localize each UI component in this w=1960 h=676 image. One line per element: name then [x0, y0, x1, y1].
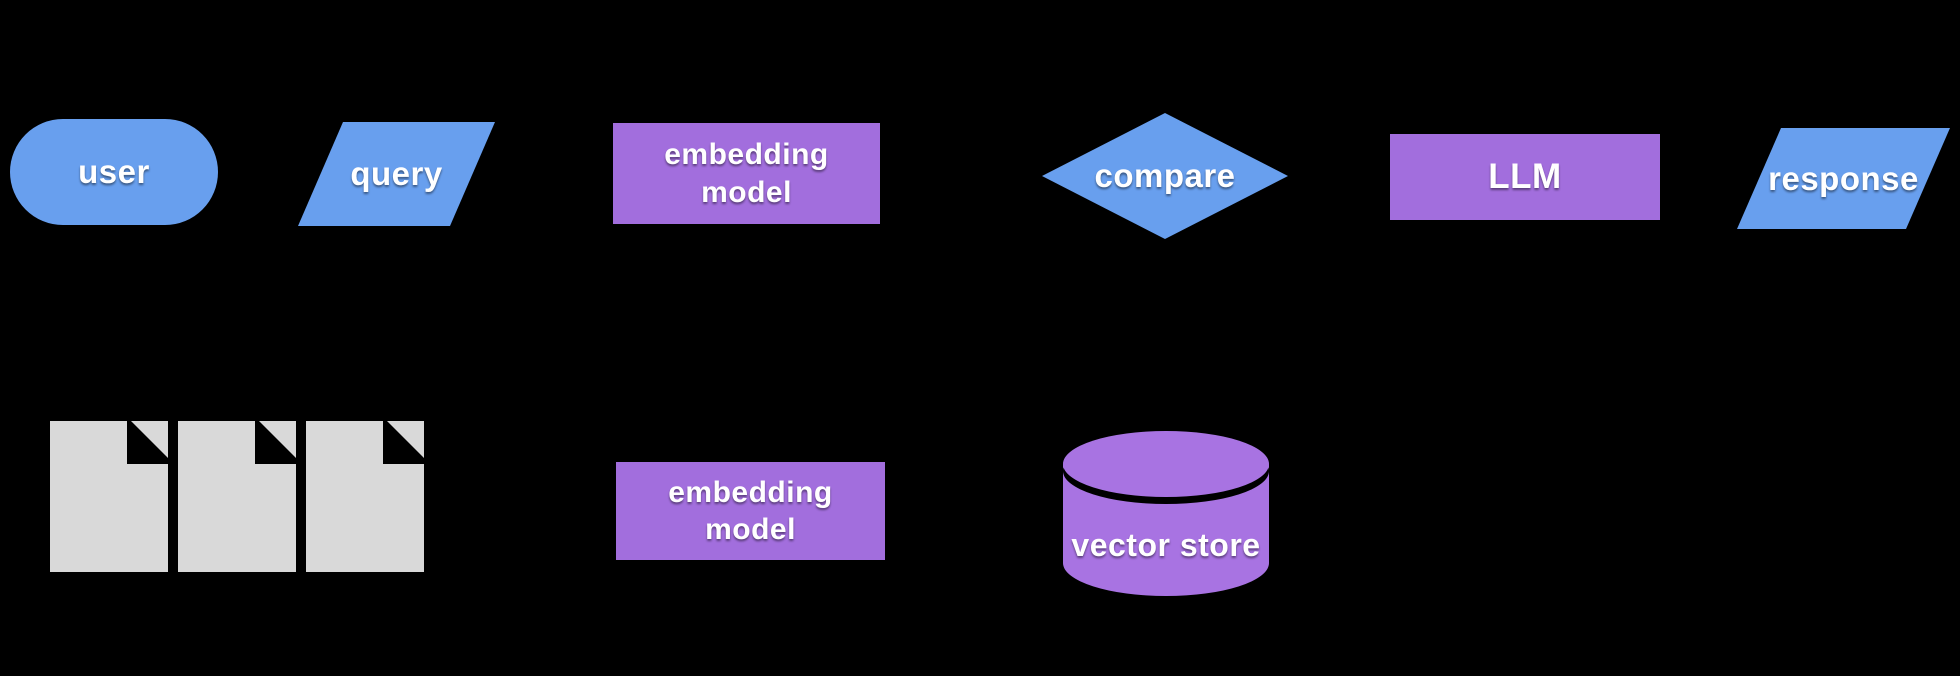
- document-shape: [178, 421, 296, 572]
- cylinder-shape: [1063, 431, 1269, 596]
- node-vector-store: vector store: [1063, 431, 1269, 596]
- node-embedding-model-bottom: embedding model: [616, 462, 885, 560]
- node-compare: compare: [1042, 113, 1288, 239]
- llm-label: LLM: [1488, 157, 1562, 196]
- node-embedding-model-top: embedding model: [613, 123, 880, 224]
- document-shape: [50, 421, 168, 572]
- node-query: query: [298, 122, 495, 226]
- document-shape: [306, 421, 424, 572]
- document-icon: [306, 421, 424, 572]
- embedding-model-label: embedding model: [668, 475, 833, 547]
- node-user: user: [10, 119, 218, 225]
- parallelogram-shape: [1737, 128, 1950, 229]
- parallelogram-shape: [298, 122, 495, 226]
- embedding-model-label: embedding model: [664, 138, 829, 209]
- document-icon: [50, 421, 168, 572]
- diamond-shape: [1042, 113, 1288, 239]
- document-icon: [178, 421, 296, 572]
- user-label: user: [78, 153, 150, 190]
- node-response: response: [1737, 128, 1950, 229]
- node-llm: LLM: [1390, 134, 1660, 220]
